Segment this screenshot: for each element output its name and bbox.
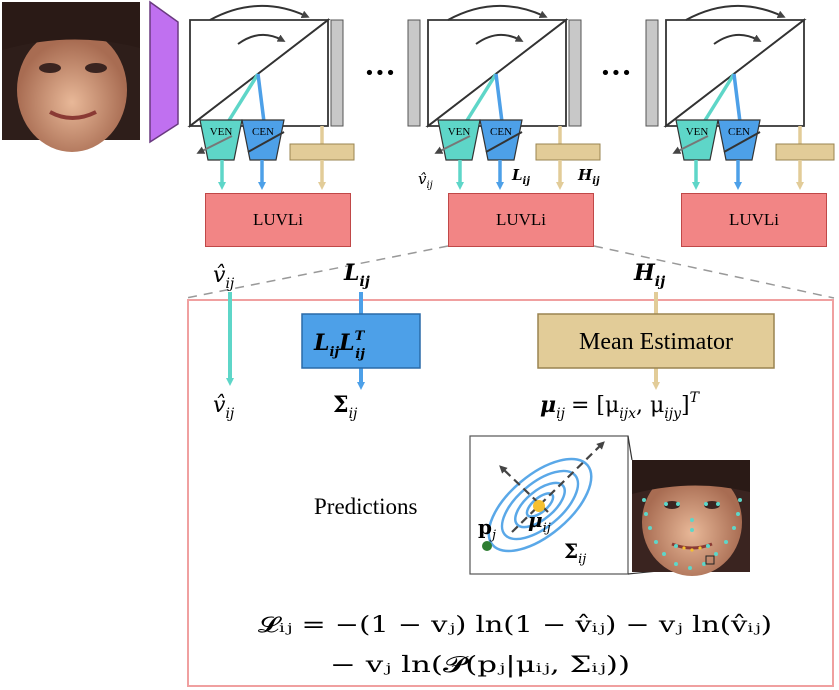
v-hat-small: v̂ij [418, 170, 433, 191]
sigma-bottom: Σij [333, 392, 358, 422]
cen-label-3: CEN [728, 126, 750, 138]
cen-label-2: CEN [490, 126, 512, 138]
hourglass-stage-2 [407, 4, 601, 190]
input-conv-block [149, 0, 179, 144]
v-hat-top: v̂ij [213, 263, 235, 292]
mean-estimator-label: Mean Estimator [579, 329, 733, 355]
p-label: pj [478, 515, 496, 543]
L-top: Lij [343, 260, 370, 290]
hourglass-stage-1 [187, 4, 355, 190]
mu-equation: μij= [μijx, μijy]T [540, 390, 701, 422]
hourglass-stage-3 [645, 4, 835, 190]
landmark-face-image [632, 460, 750, 576]
L-small: Lij [511, 166, 530, 187]
cen-label-1: CEN [252, 126, 274, 138]
luvli-box-1: LUVLi [205, 193, 351, 247]
H-top: Hij [633, 260, 665, 290]
llt-box [301, 313, 421, 369]
ellipsis-2: ••• [600, 63, 632, 84]
luvli-box-2: LUVLi [448, 193, 594, 247]
gaussian-plot [469, 435, 629, 575]
mean-estimator-box [537, 313, 775, 369]
sigma-plot-label: Σij [564, 539, 586, 567]
predictions-label: Predictions [314, 494, 418, 519]
loss-line-2: − vⱼ ln(𝓟(pⱼ|μᵢⱼ, Σᵢⱼ)) [330, 653, 630, 678]
ven-label-2: VEN [448, 126, 471, 138]
mu-plot-label: μij [528, 508, 551, 536]
ven-label-3: VEN [686, 126, 709, 138]
loss-line-1: 𝓛ᵢⱼ = −(1 − vⱼ) ln(1 − v̂ᵢⱼ) − vⱼ ln(v̂ᵢ… [258, 613, 772, 638]
ellipsis-1: ••• [364, 63, 396, 84]
H-small: Hij [577, 166, 600, 187]
input-face-image [2, 2, 140, 152]
luvli-box-3: LUVLi [681, 193, 827, 247]
ven-label-1: VEN [210, 126, 233, 138]
v-hat-bottom: v̂ij [213, 393, 235, 422]
detail-panel [187, 299, 834, 687]
